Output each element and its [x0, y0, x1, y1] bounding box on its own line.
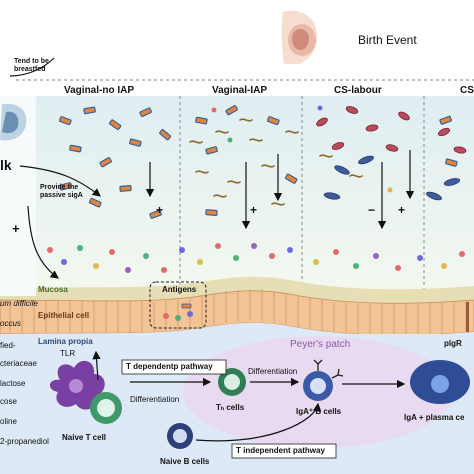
naive-b-cell-icon	[167, 423, 193, 449]
pregnant-woman-icon	[281, 10, 318, 64]
t-independent-box	[231, 443, 337, 459]
plus-vaginal-no-iap: +	[156, 203, 164, 217]
plus-vaginal-iap: +	[250, 203, 258, 217]
th-cell-icon	[218, 368, 246, 396]
pigr-label: plgR	[444, 339, 462, 348]
column-header-vaginal-iap: Vaginal-IAP	[212, 85, 268, 96]
iga-plasma-cell-label: IgA + plasma ce	[404, 413, 465, 422]
bacteria-rods	[59, 105, 467, 219]
iga-b-cell-icon	[303, 359, 344, 401]
t-dependent-box	[121, 359, 227, 375]
column-header-cs: CS	[460, 85, 474, 96]
column-header-vaginal-no-iap: Vaginal-no IAP	[64, 85, 135, 96]
milk-label: lk	[0, 157, 12, 173]
pathway-arrows	[92, 350, 406, 442]
baby-bottle-icon	[0, 103, 27, 141]
epithelial-layer	[0, 290, 474, 336]
mucosa-label: Mucosa	[38, 285, 68, 294]
plus-cs-labour: +	[398, 203, 406, 217]
list-item-6: cose	[0, 397, 17, 406]
naive-b-cells-label: Naive B cells	[160, 457, 210, 466]
differentiation-label-2: Differentiation	[248, 367, 298, 376]
antigen-sampling-box	[149, 281, 207, 329]
iga-plasma-cell-icon	[410, 360, 470, 404]
lamina-propria-label: Lamina propia	[38, 337, 93, 346]
left-plus-sign: +	[12, 221, 20, 236]
iga-b-cells-label: IgA⁺ B cells	[296, 407, 342, 416]
column-dividers	[179, 96, 425, 290]
birth-event-label: Birth Event	[358, 33, 417, 47]
t-independent-pathway-label: T independent pathway	[236, 446, 325, 455]
list-item-1: um difficile	[0, 299, 38, 308]
naive-t-cell-label: Naive T cell	[62, 433, 107, 442]
t-dependent-pathway-label: T dependentp pathway	[126, 362, 213, 371]
list-item-7: oline	[0, 417, 17, 426]
list-item-8: 2-propanediol	[0, 437, 49, 446]
antigen-dots	[47, 105, 465, 273]
epithelial-cell-label: Epithelial cell	[38, 311, 90, 320]
provide-siga-label: Provide the passive sigA	[40, 184, 83, 200]
list-item-5: lactose	[0, 379, 26, 388]
dendritic-cell-icon	[49, 360, 105, 410]
effect-arrows	[19, 150, 415, 279]
m-cell-antigens	[163, 303, 193, 321]
naive-t-cell-icon	[90, 392, 122, 424]
gut-lumen	[36, 96, 474, 296]
tend-breastfed-label: Tend to be breastfed	[14, 58, 49, 74]
tlr-label: TLR	[60, 349, 76, 358]
minus-cs-labour: −	[368, 203, 376, 217]
list-item-2: occus	[0, 319, 21, 328]
list-item-4: cteriaceae	[0, 359, 37, 368]
peyers-patch-label: Peyer's patch	[290, 339, 351, 350]
antigens-label: Antigens	[162, 285, 197, 294]
tend-bracket	[9, 57, 55, 77]
column-header-cs-labour: CS-labour	[334, 85, 382, 96]
list-item-3: fied-	[0, 341, 16, 350]
pigr-receptor	[466, 302, 469, 332]
differentiation-label-1: Differentiation	[130, 395, 180, 404]
th-cells-label: Tₕ cells	[216, 403, 245, 412]
mucosa-layer	[0, 276, 474, 304]
